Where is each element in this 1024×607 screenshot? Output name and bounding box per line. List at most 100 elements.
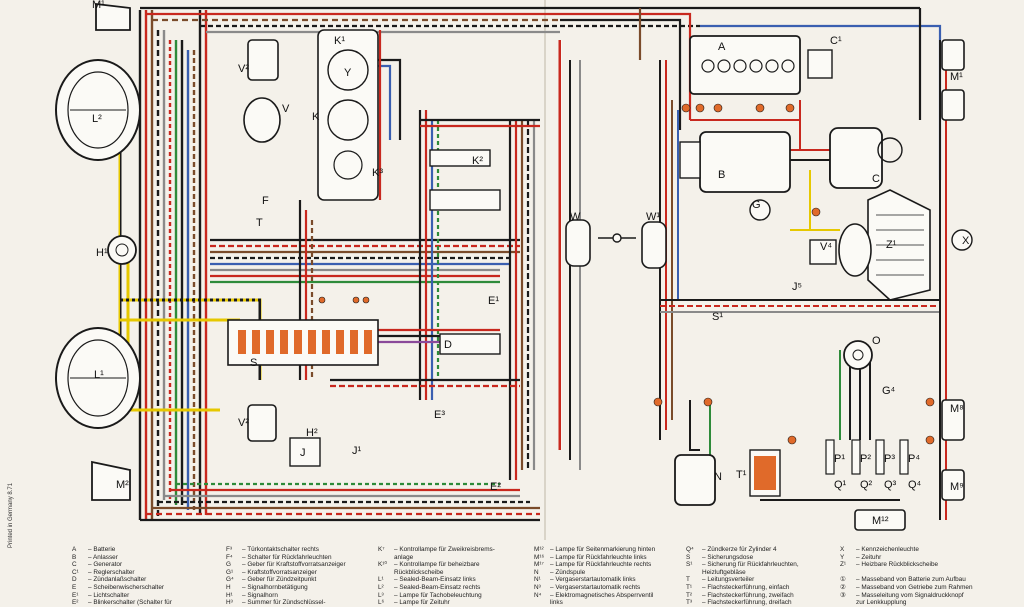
legend-code: T [686, 576, 690, 584]
legend-code: H³ [226, 599, 233, 607]
legend-entry: H¹– Signalhorn [226, 592, 346, 600]
carburetor-cutoff [809, 239, 837, 265]
legend-code: L¹ [378, 576, 384, 584]
label-M9: M⁹ [950, 481, 964, 493]
legend-text: – Vergaserstartautomatik rechts [550, 583, 641, 591]
ground-symbol [598, 233, 636, 243]
legend-text: – Sealed-Beam-Einsatz rechts [394, 583, 481, 591]
legend-text: – Kennzeichenleuchte [856, 546, 919, 553]
legend-text: – Kontrollampe für beheizbare [394, 561, 480, 569]
legend-entry: L² – Sealed-Beam-Einsatz rechts [378, 584, 495, 592]
legend-text: – Masseband von Batterie zum Aufbau [856, 576, 966, 584]
connector-block [749, 449, 781, 497]
legend-entry: N³ – Vergaserstartautomatik rechts [534, 584, 655, 592]
legend-text: – Vergaserstartautomatik links [550, 576, 636, 584]
legend-code: A [72, 546, 77, 553]
legend-entry: A– Batterie [72, 546, 172, 554]
label-P4: P⁴ [908, 453, 920, 465]
legend-code: N¹ [534, 576, 541, 584]
legend-code: Z¹ [840, 561, 847, 569]
legend-code: D [72, 576, 77, 584]
label-C1: C¹ [830, 35, 842, 47]
legend-text: – Geber für Kraftstoffvorratsanzeiger [242, 561, 346, 569]
legend-entry: S¹ – Sicherung für Rückfahrleuchten, [686, 561, 799, 569]
legend-code: N⁴ [534, 591, 542, 599]
legend-text: – Sicherung für Rückfahrleuchten, [702, 561, 799, 569]
label-T1: T¹ [736, 469, 747, 481]
legend-entry: Y– Zeituhr [840, 554, 973, 562]
legend-text: – Scheibenwischerschalter [88, 583, 165, 591]
label-C: C [872, 173, 880, 185]
legend-entry: Z¹– Heizbare Rückblickscheibe [840, 561, 973, 569]
legend-code: S¹ [686, 561, 693, 569]
legend-text: – Zündkerze für Zylinder 4 [702, 546, 777, 553]
legend-code: T² [686, 591, 693, 599]
label-H2: H² [306, 427, 318, 439]
legend-code: S [686, 553, 691, 561]
legend-text: – Masseband von Getriebe zum Rahmen [856, 583, 973, 591]
label-Q4: Q⁴ [908, 479, 922, 491]
legend-code: N [534, 568, 539, 576]
legend-code: G¹ [226, 568, 234, 576]
interior-light [565, 219, 591, 267]
legend-text: – Lampe für Zeituhr [394, 599, 450, 607]
legend-entry: G⁴– Geber für Zündzeitpunkt [226, 576, 346, 584]
legend-code: ① [840, 576, 846, 584]
rear-lights [854, 39, 965, 531]
legend-entry: M¹²– Lampe für Seitenmarkierung hinten [534, 546, 655, 554]
light-switch [429, 189, 501, 211]
legend-code: L⁶ [378, 599, 385, 607]
legend-text: – Lichtschalter [88, 591, 130, 599]
label-E3: E³ [434, 409, 445, 421]
label-P3: P³ [884, 453, 895, 465]
legend-entry: S– Sicherungsdose [686, 554, 799, 562]
legend-entry: T²– Flachsteckerführung, zweifach [686, 592, 799, 600]
legend-code: L² [378, 583, 384, 591]
legend-text: – Leitungsverteiler [702, 576, 755, 584]
legend-text: Rückblickscheibe [394, 568, 444, 576]
legend-code: C¹ [72, 568, 79, 576]
legend-code: E¹ [72, 591, 79, 599]
label-K2: K² [472, 155, 483, 167]
legend-entry: D – Zündanlaßschalter [72, 576, 172, 584]
legend-text: – Lampe für Rückfahrleuchte rechts [550, 561, 652, 569]
label-L2: L² [92, 113, 102, 125]
label-G4: G⁴ [882, 385, 896, 397]
legend-text: Heizluftgebläse [702, 568, 746, 576]
legend-code: N³ [534, 583, 541, 591]
legend-col-3: K⁷– Kontrollampe für Zweikreisbrems-anla… [378, 546, 495, 607]
legend-entry: ③ – Masseleitung vom Signaldruckknopf [840, 592, 973, 600]
legend-text: – Reglerschalter [88, 568, 135, 576]
label-M8: M⁸ [950, 403, 964, 415]
legend-entry [840, 569, 973, 577]
label-E1: E¹ [488, 295, 499, 307]
legend-code: G [226, 561, 231, 569]
legend-text: – Sealed-Beam-Einsatz links [394, 576, 476, 584]
legend-entry: Q⁴– Zündkerze für Zylinder 4 [686, 546, 799, 554]
label-Q1: Q¹ [834, 479, 847, 491]
legend-entry: B– Anlasser [72, 554, 172, 562]
legend-text: – Zündanlaßschalter [88, 576, 147, 584]
legend-entry: L¹ – Sealed-Beam-Einsatz links [378, 576, 495, 584]
legend-text: – Lampe für Tachobeleuchtung [394, 591, 482, 599]
legend-entry: T – Leitungsverteiler [686, 576, 799, 584]
legend-entry: zur Lenkkupplung [840, 599, 973, 607]
legend-entry: K⁷– Kontrollampe für Zweikreisbrems- [378, 546, 495, 554]
legend-text: – Masseleitung vom Signaldruckknopf [856, 591, 964, 599]
legend-text: – Zündspule [550, 568, 586, 576]
headlight-upper [55, 59, 141, 161]
legend-code: B [72, 553, 77, 561]
interior-light-2 [641, 221, 667, 269]
spark-plugs [825, 439, 909, 475]
horn [107, 235, 137, 265]
wiper-motor-lower [247, 404, 277, 442]
label-M2: M² [116, 479, 129, 491]
legend-entry: F⁴– Schalter für Rückfahrleuchten [226, 554, 346, 562]
legend-code: ③ [840, 591, 846, 599]
label-W1: W¹ [646, 211, 660, 223]
label-N: N [714, 471, 722, 483]
